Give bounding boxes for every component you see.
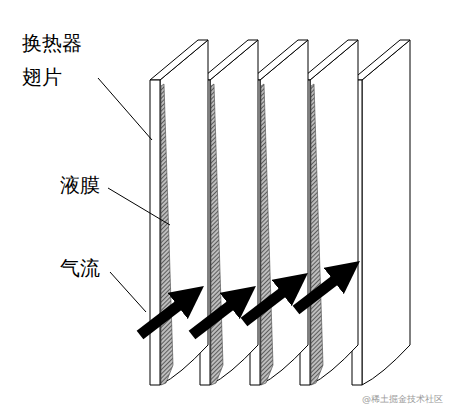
liquid-film [261,84,273,385]
watermark: @稀土掘金技术社区 [362,393,476,405]
fin-plate [300,40,358,385]
leader-line [108,188,170,225]
fin-top [352,40,410,80]
airflow-arrow [140,302,183,335]
part-label: 液膜 [60,172,120,198]
fin-plate [352,40,410,385]
leader-line [98,78,152,140]
airflow-arrows [140,277,339,335]
liquid-film [211,84,223,385]
fin-edge [150,80,160,385]
leader-line [110,272,146,312]
fin-top [250,40,308,80]
fin-side [310,40,358,385]
liquid-film [161,84,173,385]
fin-side [362,40,410,385]
part-label: 换热器 翅片 [22,26,94,94]
fin-top [200,40,258,80]
airflow-arrow [296,277,339,310]
part-label: 气流 [60,255,120,281]
airflow-arrow [244,289,287,322]
liquid-film [311,84,323,385]
airflow-arrow [192,302,235,335]
fin-plate [200,40,258,385]
fin-top [150,40,208,80]
fin-top [300,40,358,80]
fin-side [210,40,258,385]
fin-plate [250,40,308,385]
fin-side [260,40,308,385]
